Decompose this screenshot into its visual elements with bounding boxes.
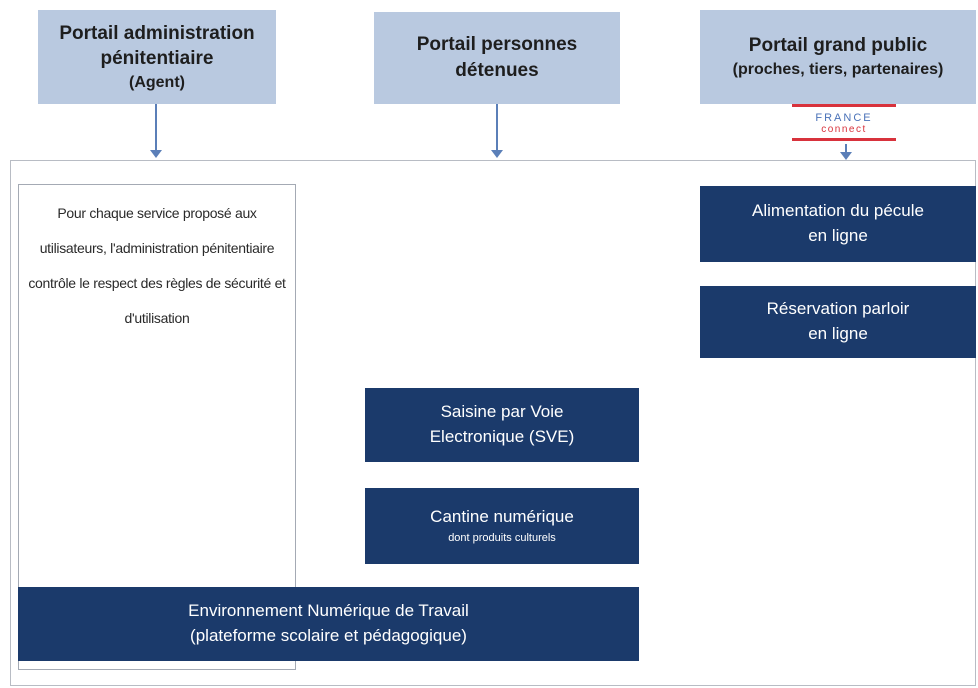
portal-administration-title: Portail administration pénitentiaire — [59, 22, 255, 70]
franceconnect-logo: FRANCE connect — [792, 104, 896, 144]
service-parloir-line1: Réservation parloir — [766, 299, 910, 319]
service-ent-line2: (plateforme scolaire et pédagogique) — [190, 626, 467, 645]
portal-detenus-title: Portail personnes détenues — [416, 34, 578, 81]
franceconnect-word-connect: connect — [821, 124, 867, 135]
service-pecule: Alimentation du pécule en ligne — [700, 186, 976, 262]
service-sve: Saisine par Voie Electronique (SVE) — [365, 388, 639, 462]
arrow-public-line — [845, 144, 847, 152]
portal-grand-public: Portail grand public (proches, tiers, pa… — [700, 10, 976, 104]
service-cantine: Cantine numérique dont produits culturel… — [365, 488, 639, 564]
arrow-admin-head — [150, 150, 162, 158]
service-cantine-subtitle: dont produits culturels — [448, 531, 556, 544]
service-parloir-line2: en ligne — [808, 324, 868, 343]
portal-grand-public-subtitle: (proches, tiers, partenaires) — [732, 61, 944, 79]
portal-administration-subtitle: (Agent) — [129, 73, 185, 91]
service-cantine-line1: Cantine numérique — [430, 507, 574, 527]
service-pecule-line1: Alimentation du pécule — [751, 201, 924, 221]
arrow-admin-line — [155, 104, 157, 150]
portal-detenus: Portail personnes détenues — [374, 12, 620, 104]
service-sve-line2: Electronique (SVE) — [429, 427, 575, 446]
arrow-public-head — [840, 152, 852, 160]
service-ent: Environnement Numérique de Travail (plat… — [18, 587, 639, 661]
portal-grand-public-title: Portail grand public — [748, 35, 928, 57]
service-parloir: Réservation parloir en ligne — [700, 286, 976, 358]
service-sve-line1: Saisine par Voie — [440, 402, 564, 422]
franceconnect-word-france: FRANCE — [815, 112, 873, 124]
franceconnect-top-bar — [792, 104, 896, 107]
security-note-text: Pour chaque service proposé aux utilisat… — [28, 205, 286, 326]
service-pecule-line2: en ligne — [808, 226, 868, 245]
service-ent-line1: Environnement Numérique de Travail — [188, 601, 469, 621]
arrow-detenus-head — [491, 150, 503, 158]
services-frame — [10, 160, 976, 686]
arrow-detenus-line — [496, 104, 498, 150]
portal-administration: Portail administration pénitentiaire (Ag… — [38, 10, 276, 104]
franceconnect-bottom-bar — [792, 138, 896, 141]
